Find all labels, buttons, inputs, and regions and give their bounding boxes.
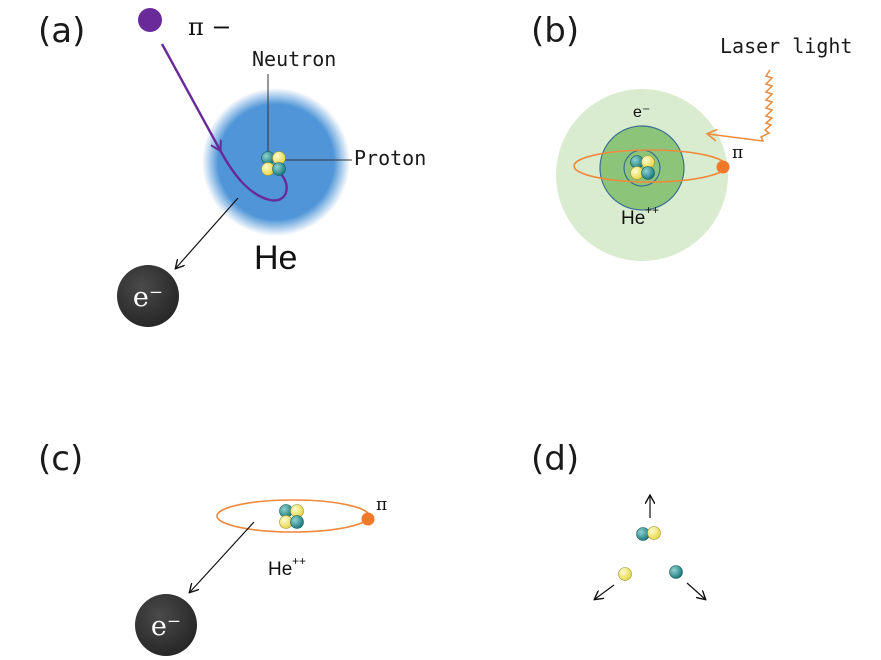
neutron-ball [272,162,286,176]
helium-ion-charge-c: ++ [292,554,306,568]
helium-ion-label-b: He [621,208,645,229]
orbiting-pion-label: π [732,143,743,163]
orbiting-pion-ball-c [361,512,375,526]
helium-ion-label-c: He [268,559,292,580]
helium-nucleus-c [279,504,304,529]
free-proton-ball [618,567,632,581]
ejected-electron-arrow-c [190,521,255,592]
proton-ball [647,526,661,540]
panel-b-label: (b) [531,11,579,51]
panel-a-label: (a) [38,11,85,51]
proton-label: Proton [354,146,426,170]
neutron-direction-arrow [686,582,705,599]
panel-a: (a) π − Neutron Proton He e⁻ [38,8,426,327]
laser-light-label: Laser light [720,34,852,58]
orbiting-pion-ball [716,160,730,174]
ejected-electron-label-c: e⁻ [151,611,181,642]
panel-c-label: (c) [38,439,83,479]
ejected-electron-ball-c [135,594,197,656]
deuteron-fragment [636,526,661,541]
ejected-electron-arrow [176,197,239,268]
orbiting-pion-label-c: π [376,495,387,515]
panel-b: (b) Laser light π e⁻ He ++ [531,11,852,261]
proton-direction-arrow [595,584,615,599]
ejected-electron-label: e⁻ [133,282,163,313]
panel-d-label: (d) [531,439,579,479]
helium-nucleus-a [261,151,286,176]
pion-path-arrow [160,43,220,150]
helium-atom-label: He [254,239,297,277]
free-neutron-ball [669,565,683,579]
neutron-ball [290,515,304,529]
laser-light-wave [708,69,774,142]
helium-ion-charge-b: ++ [645,203,659,217]
neutron-ball [641,166,655,180]
neutron-label: Neutron [252,47,336,71]
electron-cloud-inner [599,125,685,211]
ejected-electron-ball [117,265,179,327]
pion-capture-curve [218,149,288,202]
helium-nucleus-b [630,155,655,180]
negative-pion-ball [138,8,162,32]
negative-pion-label: π − [188,13,232,41]
panel-c: (c) π He ++ e⁻ [38,439,387,656]
panel-d: (d) [531,439,705,599]
electron-label-b: e⁻ [633,104,650,121]
